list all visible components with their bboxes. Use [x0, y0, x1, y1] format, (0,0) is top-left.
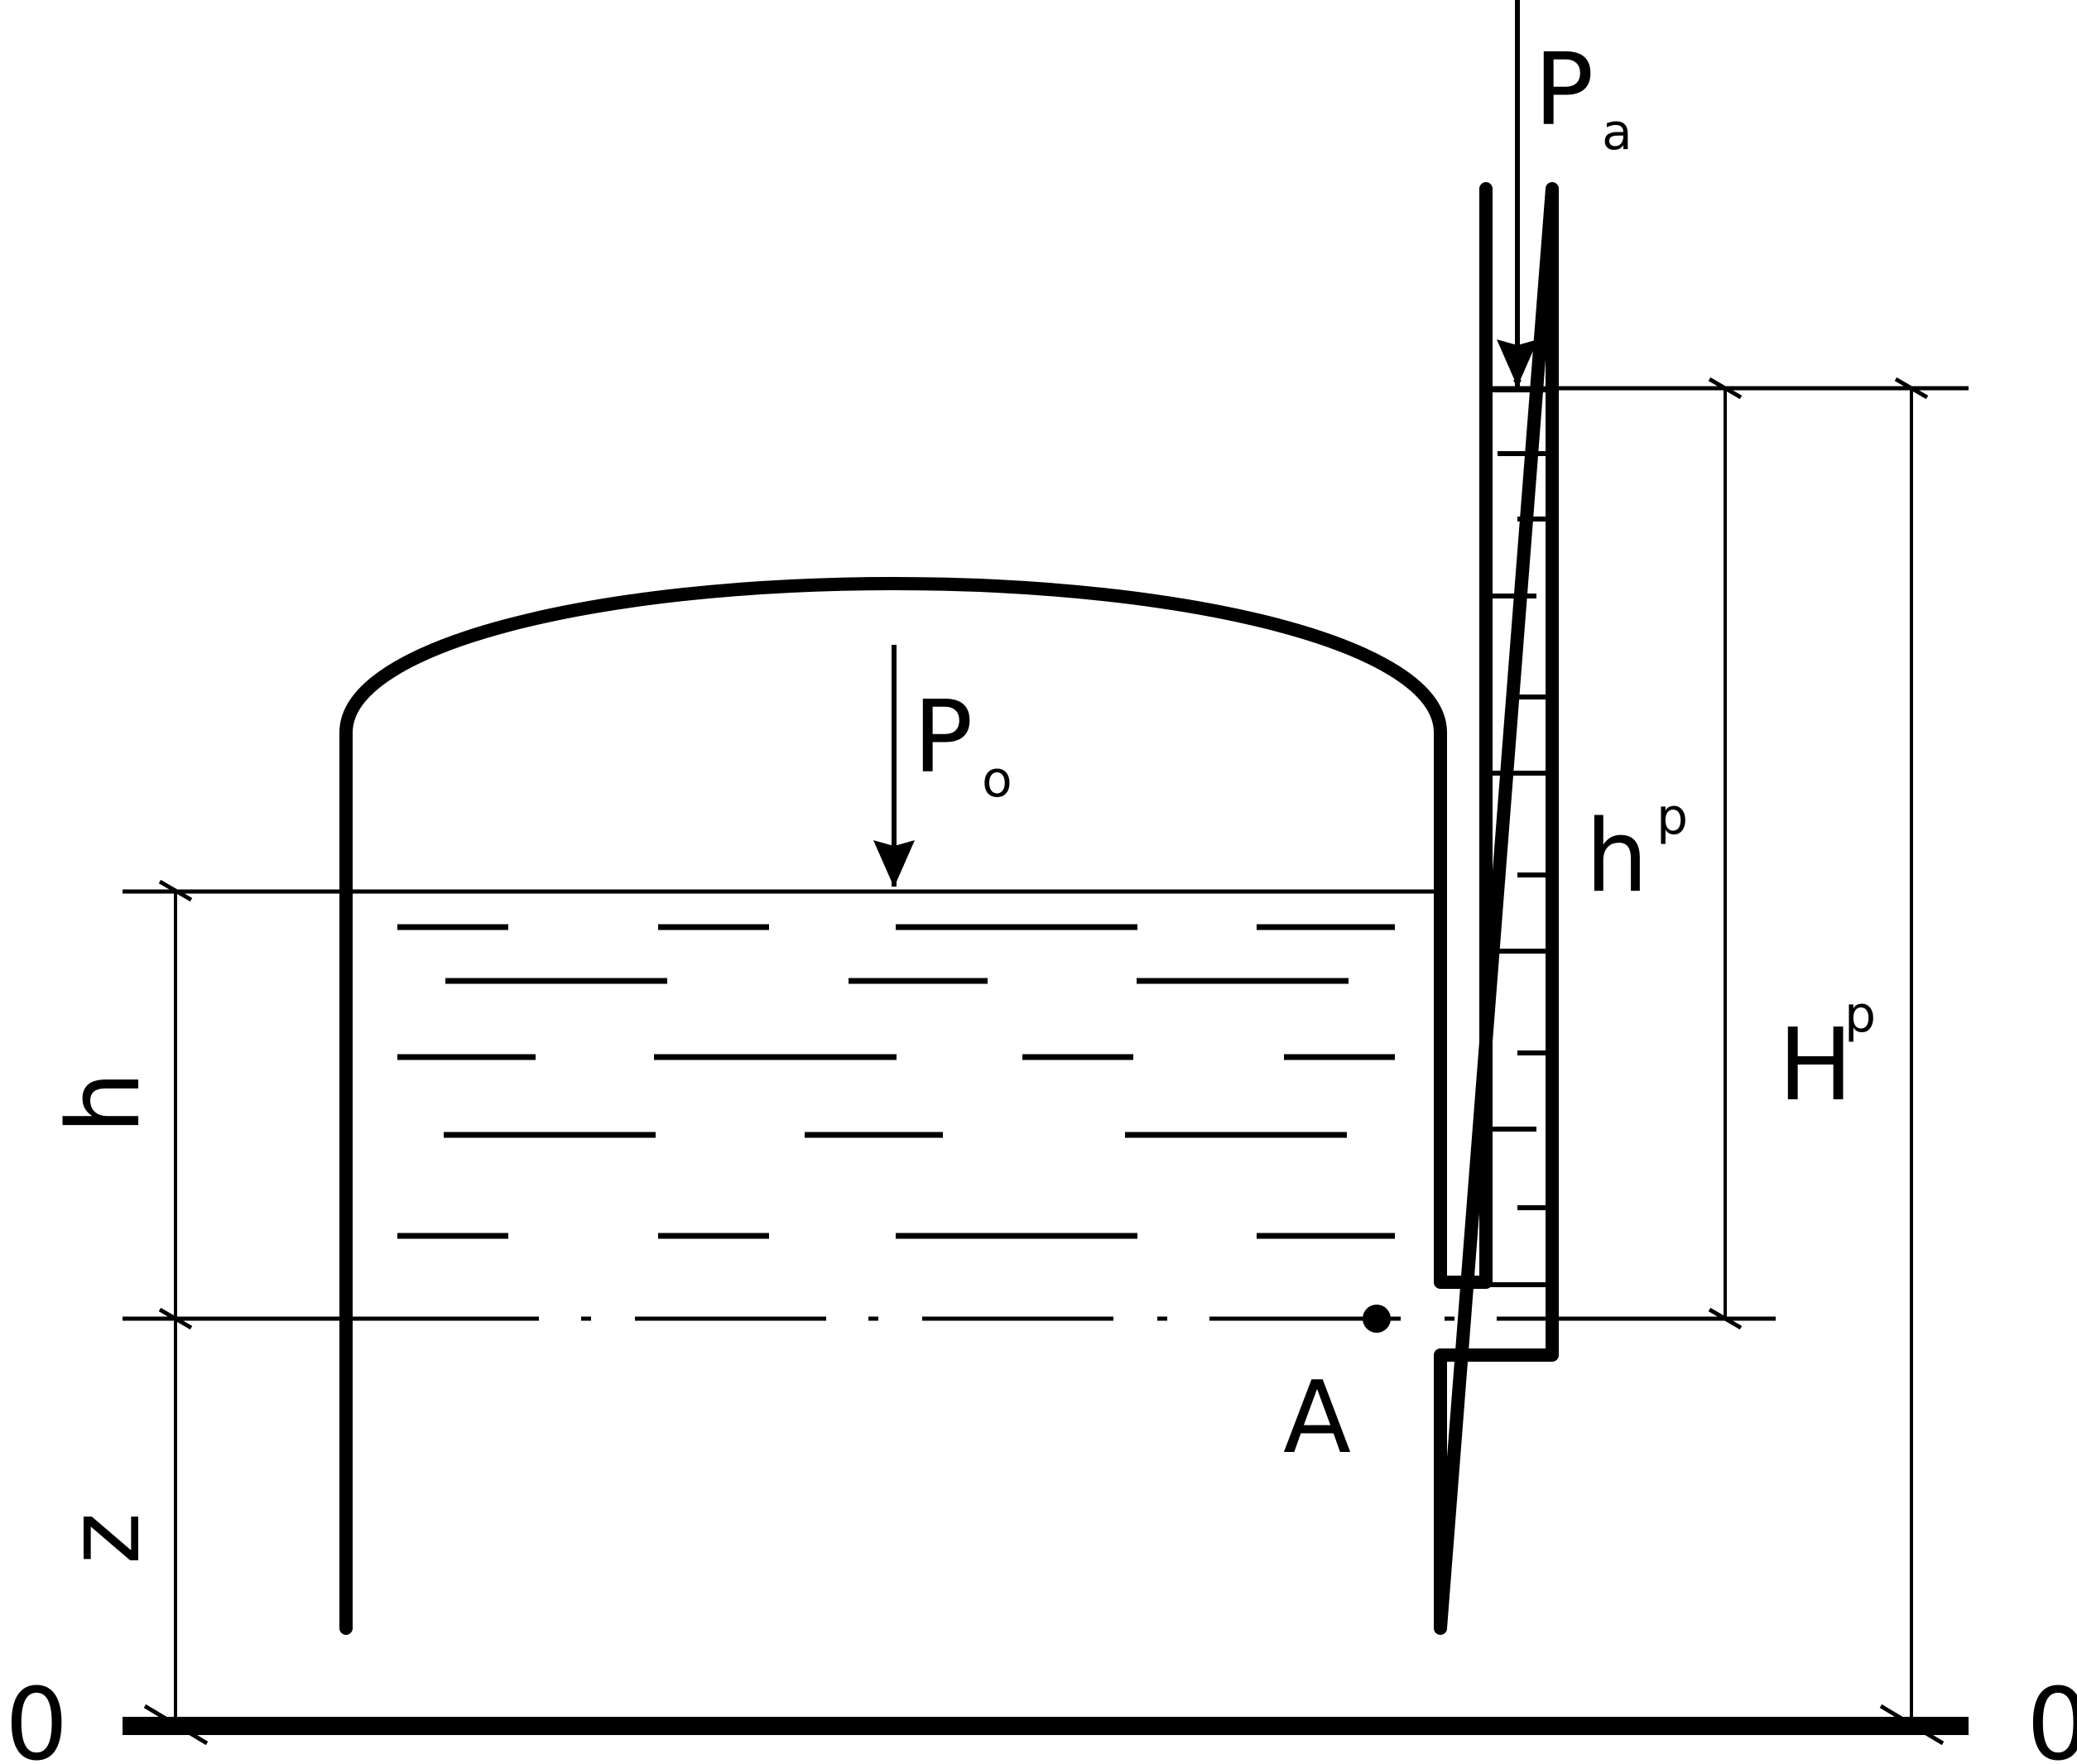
label-datum-right: 0: [2027, 1668, 2077, 1764]
label-p0-sub: o: [982, 751, 1012, 809]
point-a-marker: [1363, 1305, 1391, 1333]
dimension-h-tick-bottom: [158, 1307, 193, 1330]
label-p-atm-sub: a: [1602, 103, 1632, 161]
label-p-atm: P: [1534, 33, 1594, 148]
datum-tick-right: [1879, 1704, 1945, 1746]
label-p0: P: [913, 680, 973, 795]
dimension-h-tick-top: [158, 879, 193, 902]
atmospheric-pressure-arrowhead: [1497, 339, 1538, 387]
datum-tick-left: [143, 1704, 209, 1746]
tank-outline: [339, 182, 1559, 1635]
dimension-hp-tick-top: [1708, 377, 1743, 400]
liquid-hatching: [397, 924, 1395, 1239]
label-hp: h: [1585, 800, 1648, 915]
surface-pressure-arrowhead: [873, 840, 915, 887]
label-point-a: A: [1283, 1361, 1351, 1476]
label-h: h: [47, 1071, 162, 1134]
piezometer-scale: [1486, 387, 1547, 1287]
dimension-Hp-tick-top: [1894, 377, 1929, 400]
dimension-hp-tick-bottom: [1708, 1307, 1743, 1330]
label-hp-sub: p: [1656, 788, 1688, 846]
label-Hp-sub: p: [1844, 986, 1876, 1044]
label-z: z: [47, 1512, 162, 1565]
label-datum-left: 0: [5, 1668, 68, 1764]
label-Hp: H: [1778, 1008, 1853, 1123]
